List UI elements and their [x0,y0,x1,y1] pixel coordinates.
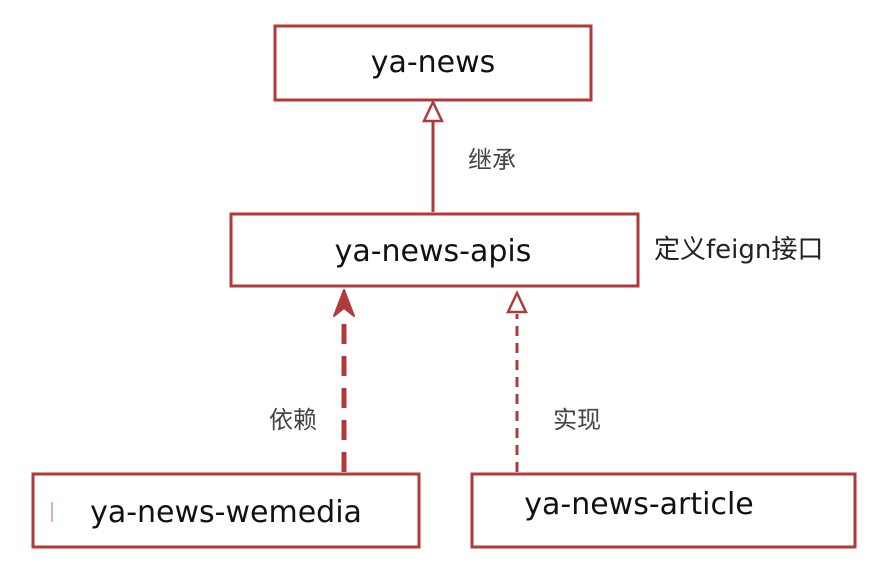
node-ya-news-label: ya-news [371,45,496,80]
node-ya-news-apis-box [229,212,640,288]
node-ya-news-article-label: ya-news-article [524,487,754,522]
edge-inherit: 继承 [422,99,516,212]
filled-arrowhead-icon [333,289,355,317]
edge-implement-label: 实现 [553,406,601,434]
edge-depend: 依赖 [269,289,355,472]
node-ya-news-article: ya-news-article [470,472,857,549]
hollow-arrowhead-icon [422,99,444,123]
apis-annotation: 定义feign接口 [654,235,823,265]
node-ya-news-wemedia-label: ya-news-wemedia [90,495,362,530]
node-ya-news-wemedia-box [31,472,421,549]
edge-implement: 实现 [506,290,601,472]
node-ya-news: ya-news [273,24,593,102]
node-ya-news-box [273,24,593,102]
node-ya-news-article-box [470,472,857,549]
hollow-arrowhead-icon [506,290,528,314]
edge-inherit-label: 继承 [468,146,516,174]
node-ya-news-apis: ya-news-apis [229,212,640,288]
node-ya-news-wemedia: ya-news-wemedia [31,472,421,549]
edge-depend-label: 依赖 [269,406,317,434]
node-ya-news-apis-label: ya-news-apis [335,234,532,269]
